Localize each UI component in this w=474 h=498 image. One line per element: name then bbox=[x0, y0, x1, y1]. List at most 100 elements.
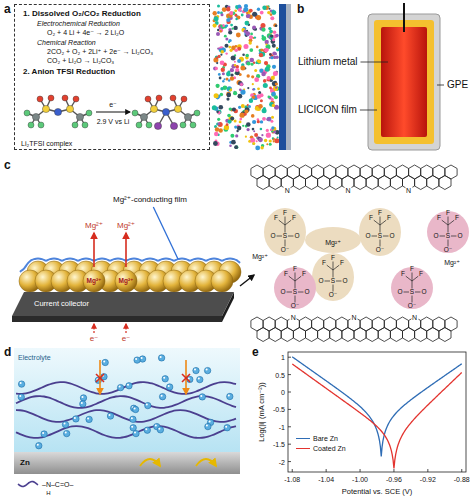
panel-e-chart bbox=[288, 352, 466, 472]
electrolyte-particle bbox=[274, 95, 278, 99]
electrolyte-particle bbox=[225, 44, 229, 48]
electrolyte-particle bbox=[228, 87, 231, 90]
electrolyte-particle bbox=[236, 65, 239, 68]
bond bbox=[448, 240, 449, 247]
film-label: Mg²⁺-conducting film bbox=[113, 196, 187, 204]
panel-d-illustration bbox=[14, 348, 240, 486]
atom-symbol: O bbox=[389, 233, 394, 240]
electrolyte-particle bbox=[271, 126, 274, 129]
bond bbox=[333, 285, 334, 292]
electrolyte-particle bbox=[256, 140, 258, 142]
zinc-ion bbox=[63, 430, 69, 436]
electrolyte-particle bbox=[235, 18, 237, 20]
bond bbox=[333, 262, 334, 271]
electrolyte-particle bbox=[234, 120, 237, 123]
electrolyte-particle bbox=[273, 71, 278, 76]
atom bbox=[154, 122, 161, 129]
electrolyte-particle bbox=[244, 109, 248, 113]
electrolyte-particle bbox=[234, 49, 238, 53]
electrolyte-particle bbox=[272, 44, 276, 48]
electrolyte-particle bbox=[222, 72, 225, 75]
zinc-ion bbox=[158, 355, 164, 361]
electrolyte-particle bbox=[220, 54, 222, 56]
atom-symbol: F bbox=[387, 215, 391, 222]
aromatic-ring bbox=[354, 176, 366, 190]
collector-layer bbox=[286, 4, 291, 150]
atom-symbol: F bbox=[437, 215, 441, 222]
aromatic-ring bbox=[390, 328, 402, 342]
atom-symbol: O⁻ bbox=[329, 292, 338, 299]
electrolyte-particle bbox=[226, 24, 229, 27]
atom-symbol: O bbox=[397, 289, 402, 296]
gpe-layer bbox=[368, 14, 440, 150]
aromatic-ring bbox=[306, 176, 318, 190]
aromatic-ring bbox=[257, 328, 269, 342]
subheading: Chemical Reaction bbox=[37, 38, 201, 47]
electrolyte-particle bbox=[237, 4, 241, 8]
aromatic-ring bbox=[439, 328, 451, 342]
ion-highlight bbox=[168, 385, 170, 387]
electrolyte-particle bbox=[230, 116, 234, 120]
electrolyte-particle bbox=[214, 132, 218, 136]
tick-label: -1.00 bbox=[352, 476, 368, 483]
electrolyte-particle bbox=[219, 29, 223, 33]
electrolyte-particle bbox=[273, 131, 276, 134]
panel-letter: b bbox=[297, 3, 304, 15]
ion-highlight bbox=[103, 361, 105, 363]
aromatic-ring bbox=[366, 176, 378, 190]
electrolyte-particle bbox=[217, 118, 220, 121]
zinc-anode bbox=[14, 452, 240, 474]
zinc-ion bbox=[227, 393, 233, 399]
electrolyte-particle bbox=[220, 25, 222, 27]
leader-lines bbox=[153, 62, 444, 259]
panel-letter: a bbox=[4, 3, 11, 15]
electrolyte-particle bbox=[256, 46, 259, 49]
atom bbox=[156, 95, 162, 101]
electrolyte-particle bbox=[270, 56, 273, 59]
electrolyte-particle bbox=[241, 104, 245, 108]
legend-line bbox=[296, 438, 310, 439]
electrolyte-particle bbox=[217, 111, 220, 114]
aromatic-ring bbox=[318, 328, 330, 342]
atom-symbol: F bbox=[340, 260, 344, 267]
electrolyte-particle bbox=[249, 99, 253, 103]
ion-highlight bbox=[64, 423, 66, 425]
ion-highlight bbox=[209, 420, 211, 422]
atom-symbol: O⁻ bbox=[291, 303, 300, 310]
atom bbox=[174, 105, 181, 112]
electrolyte-particle bbox=[271, 98, 274, 101]
bond bbox=[327, 265, 333, 270]
electrolyte-particle bbox=[217, 122, 220, 125]
electrolyte-particle bbox=[252, 96, 255, 99]
electrolyte-particle bbox=[222, 80, 224, 82]
electrolyte-particle bbox=[252, 120, 256, 124]
bond bbox=[285, 220, 291, 225]
bond bbox=[295, 296, 296, 303]
electrolyte-particle bbox=[254, 133, 258, 137]
bond bbox=[277, 236, 283, 237]
aromatic-ring bbox=[439, 176, 451, 190]
electrolyte-particle bbox=[249, 9, 253, 13]
electrolyte-particle bbox=[213, 67, 217, 71]
electrolyte-particle bbox=[225, 52, 227, 54]
electrolyte-particle bbox=[214, 93, 219, 98]
tick-mark bbox=[288, 444, 291, 445]
atom-symbol: F bbox=[331, 255, 335, 262]
aromatic-ring bbox=[281, 328, 293, 342]
atom-symbol: S bbox=[293, 289, 297, 296]
free-anion-shell bbox=[427, 211, 469, 253]
tick-label: -0.92 bbox=[420, 476, 436, 483]
electrolyte-particle bbox=[228, 46, 231, 49]
electrolyte-particle bbox=[220, 87, 223, 90]
atom-symbol: O⁻ bbox=[444, 247, 453, 254]
electrolyte-particle bbox=[250, 33, 253, 36]
aromatic-ring bbox=[257, 176, 269, 190]
bond bbox=[451, 236, 457, 237]
zinc-ion bbox=[36, 443, 42, 449]
tick-label: -0.96 bbox=[386, 476, 402, 483]
bond bbox=[406, 276, 412, 281]
electrolyte-particle bbox=[230, 24, 233, 27]
electrolyte-particle bbox=[272, 137, 274, 139]
electrolyte-particle bbox=[264, 48, 268, 52]
electrolyte-particle bbox=[229, 39, 232, 42]
